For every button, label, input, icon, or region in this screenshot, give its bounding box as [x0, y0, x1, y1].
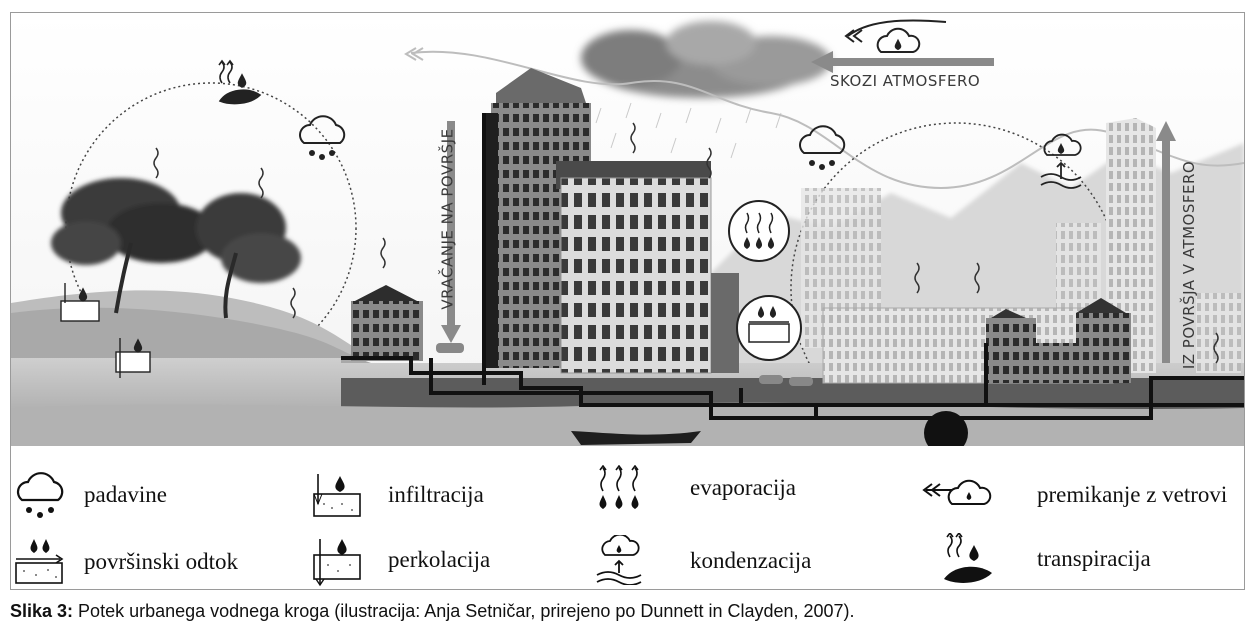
legend-item-kondenzacija: kondenzacija: [595, 535, 855, 585]
condensation-icon: [596, 535, 642, 585]
evaporation-icon: [599, 465, 639, 509]
office-building: [556, 161, 739, 374]
wind-cloud-icon: [922, 479, 992, 505]
evaporation-badge: [728, 200, 790, 262]
caption-text: Potek urbanega vodnega kroga (ilustracij…: [73, 601, 855, 621]
runoff-badge: [736, 295, 802, 361]
legend-label: površinski odtok: [84, 549, 238, 574]
rain-cloud-icon-scene-2: [799, 125, 846, 170]
transpiration-icon-scene: [218, 59, 262, 105]
infiltration-icon: [313, 474, 361, 517]
rain-cloud-icon: [16, 472, 64, 518]
transpiration-icon: [944, 533, 992, 583]
legend-label: evaporacija: [690, 475, 796, 500]
legend-label: kondenzacija: [690, 548, 812, 573]
legend-item-infiltracija: infiltracija: [312, 470, 572, 520]
water-cycle-illustration: [11, 13, 1244, 446]
through-atmosphere-label: SKOZI ATMOSFERO: [830, 72, 981, 90]
percolation-icon: [313, 539, 361, 587]
legend-item-evaporacija: evaporacija: [595, 465, 855, 515]
rain-cloud-icon-scene: [299, 115, 346, 160]
storm-cloud: [581, 21, 831, 98]
legend-label: infiltracija: [388, 482, 484, 507]
wind-cloud-icon: [844, 19, 947, 53]
legend-item-premikanje: premikanje z vetrovi: [922, 470, 1242, 520]
legend-label: perkolacija: [388, 547, 491, 572]
caption-prefix: Slika 3:: [10, 601, 74, 621]
runoff-icon: [15, 539, 64, 584]
to-atmosphere-label: IZ POVRŠJA V ATMOSFERO: [1180, 160, 1199, 370]
trees: [51, 178, 301, 283]
legend-label: premikanje z vetrovi: [1037, 482, 1228, 507]
legend-item-perkolacija: perkolacija: [312, 537, 572, 587]
figure-caption: Slika 3: Potek urbanega vodnega kroga (i…: [10, 601, 855, 622]
legend-label: padavine: [84, 482, 168, 507]
legend-item-povrsinski-odtok: površinski odtok: [14, 537, 284, 587]
small-house: [351, 285, 423, 361]
legend-label: transpiracija: [1037, 546, 1151, 571]
legend-item-transpiracija: transpiracija: [940, 533, 1200, 583]
surface-return-label: VRAČANJE NA POVRŠJE: [438, 128, 457, 310]
long-building: [822, 298, 1131, 384]
legend-item-padavine: padavine: [14, 470, 274, 520]
condensation-icon-scene: [1040, 133, 1082, 189]
